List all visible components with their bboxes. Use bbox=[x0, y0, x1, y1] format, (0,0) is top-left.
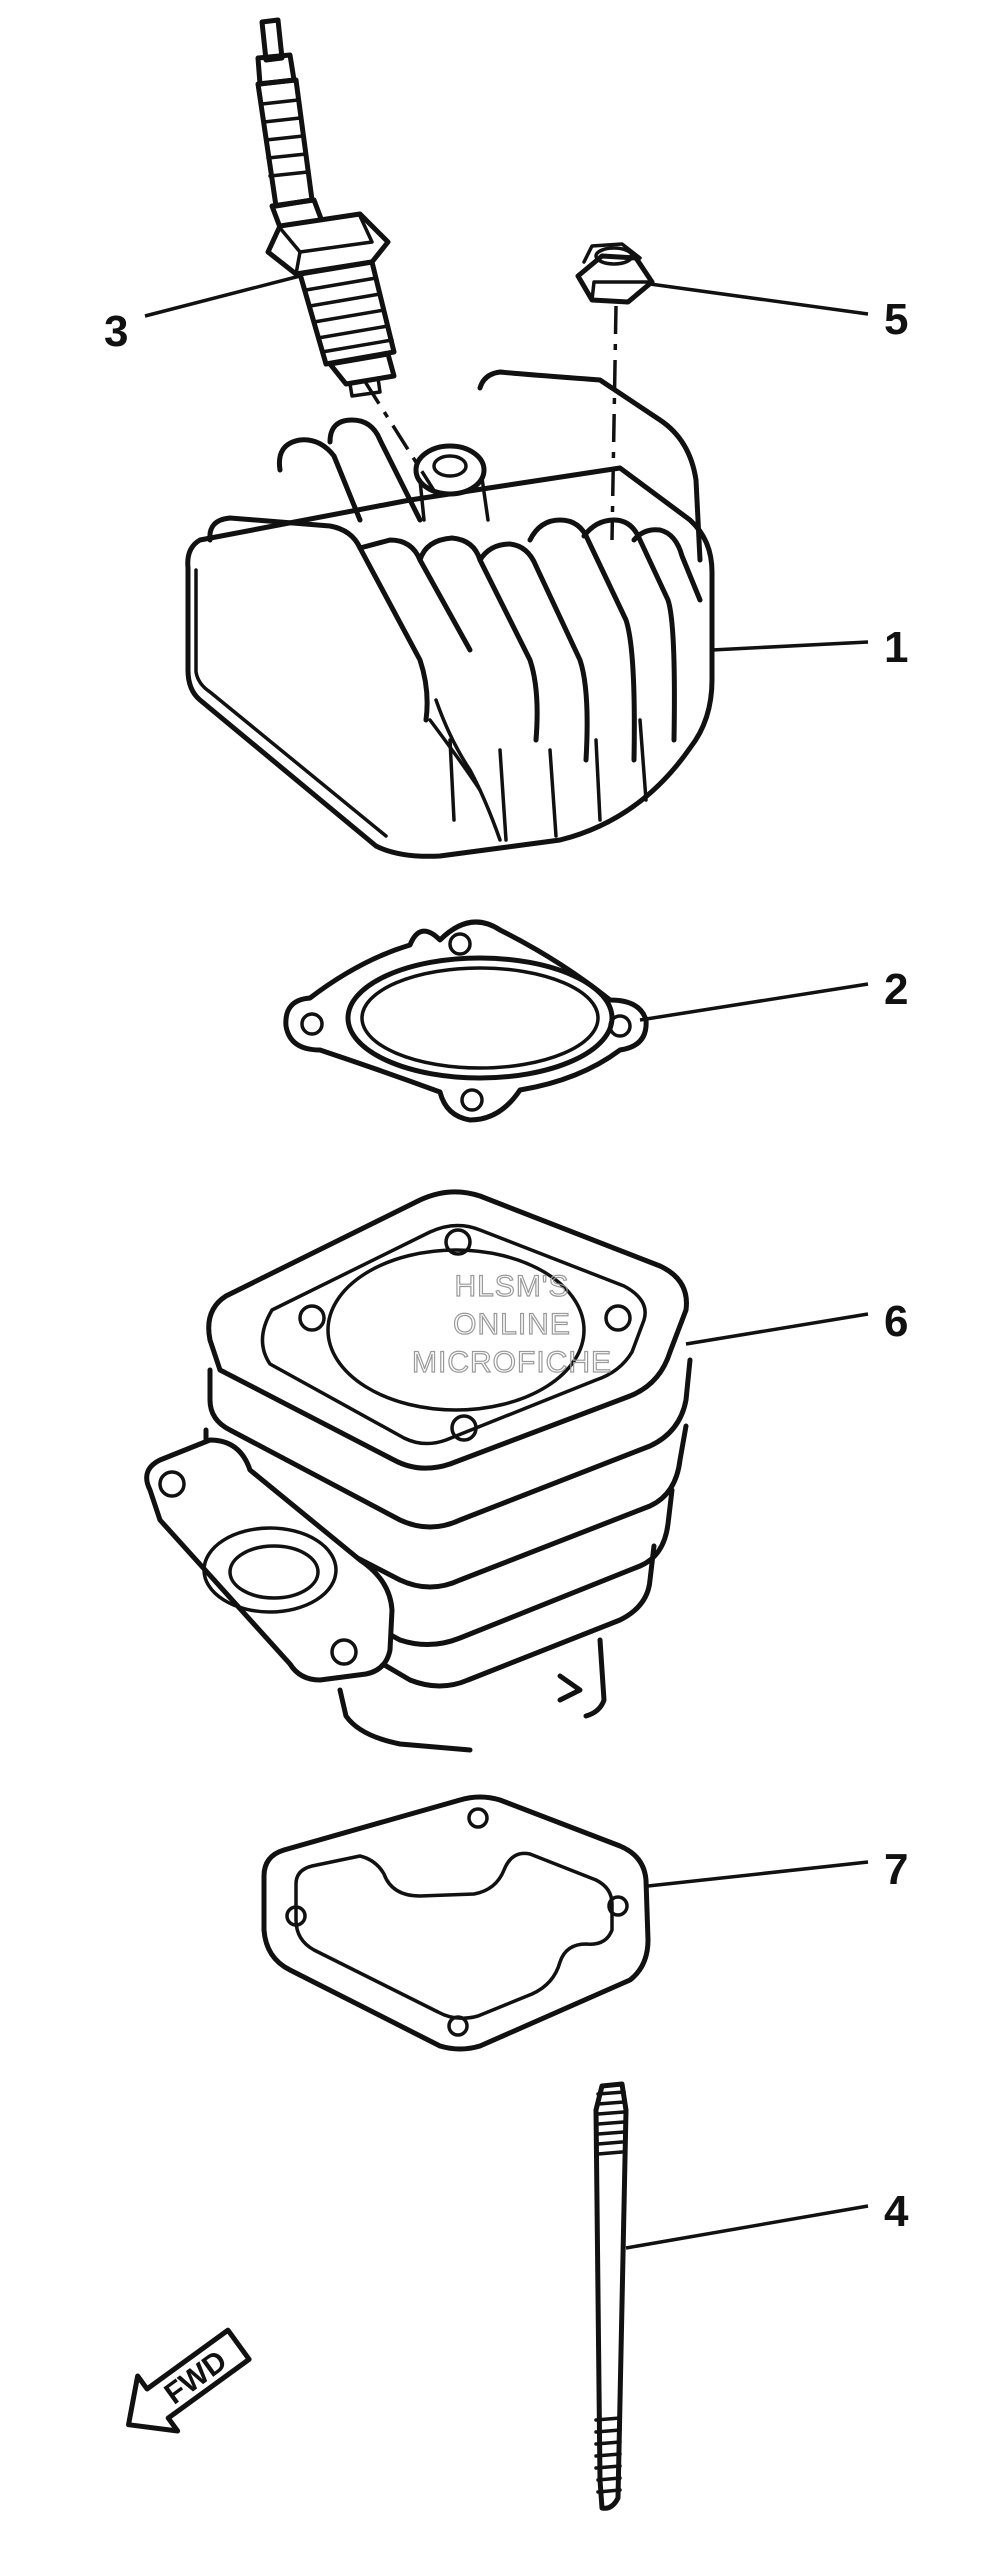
leader-5 bbox=[649, 282, 869, 316]
cylinder[interactable] bbox=[144, 1189, 693, 1753]
watermark: HLSM'S ONLINE MICROFICHE bbox=[411, 1269, 612, 1379]
head-gasket[interactable] bbox=[283, 919, 649, 1123]
callout-2: 2 bbox=[884, 965, 908, 1014]
leader-7 bbox=[647, 1860, 869, 1888]
watermark-line3: MICROFICHE bbox=[412, 1346, 612, 1379]
centerline-nut bbox=[610, 305, 618, 541]
base-gasket[interactable] bbox=[261, 1794, 651, 2052]
callout-5: 5 bbox=[884, 295, 908, 344]
leader-6 bbox=[685, 1312, 869, 1346]
callout-6: 6 bbox=[884, 1297, 908, 1346]
callout-1: 1 bbox=[884, 623, 908, 672]
flange-nut[interactable] bbox=[575, 242, 655, 305]
leader-3 bbox=[144, 274, 301, 318]
fwd-direction-arrow: FWD bbox=[126, 2327, 252, 2434]
leader-4 bbox=[625, 2204, 869, 2250]
callout-4: 4 bbox=[884, 2187, 909, 2236]
spark-plug[interactable] bbox=[255, 17, 397, 398]
watermark-line1: HLSM'S bbox=[454, 1270, 569, 1303]
cylinder-head[interactable] bbox=[185, 369, 715, 859]
leader-2 bbox=[639, 982, 869, 1022]
leader-1 bbox=[711, 640, 869, 652]
callout-7: 7 bbox=[884, 1845, 908, 1894]
stud-bolt[interactable] bbox=[593, 2081, 629, 2511]
callout-3: 3 bbox=[104, 307, 128, 356]
watermark-line2: ONLINE bbox=[453, 1308, 571, 1341]
centerline-spark-plug bbox=[362, 379, 442, 501]
